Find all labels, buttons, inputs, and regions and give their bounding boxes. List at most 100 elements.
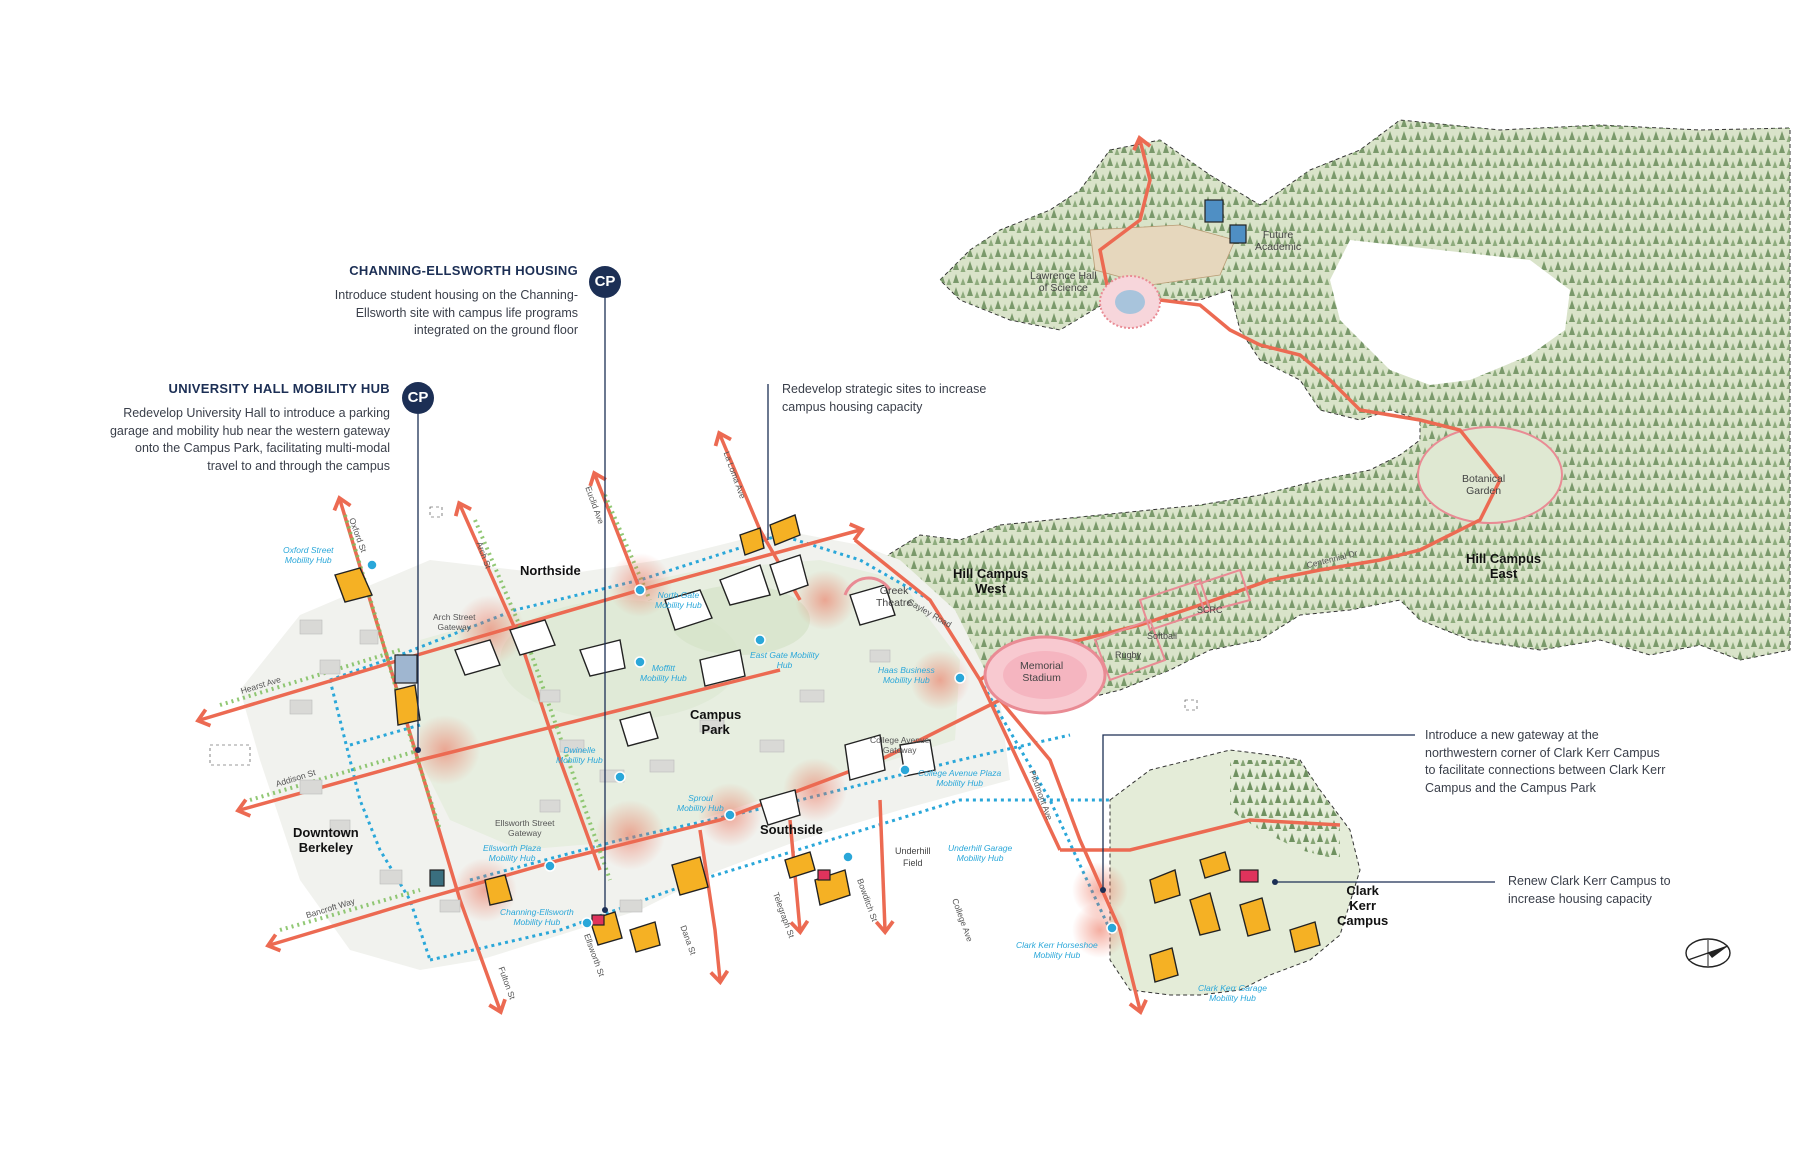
university-hall-text-line: travel to and through the campus — [207, 458, 390, 473]
hub-dot-ellsworth — [544, 860, 556, 872]
lawrence-hall-ring — [1099, 275, 1161, 329]
mobility-hub-markers — [366, 559, 1118, 934]
hub-line: College Avenue Plaza — [918, 768, 1002, 778]
hub-line: Moffitt — [651, 663, 675, 673]
hub-line: Haas Business — [878, 665, 935, 675]
renew-text-line: increase housing capacity — [1508, 891, 1652, 906]
district-line: East — [1489, 566, 1518, 581]
hub-label-college-avenue-plaza: College Avenue Plaza Mobility Hub — [918, 768, 1001, 788]
leader-dot — [1100, 887, 1106, 893]
redevelop-text: Redevelop strategic sites to increase ca… — [782, 381, 1042, 416]
place-line: Future — [1262, 229, 1294, 241]
hub-label-clark-kerr-horseshoe: Clark Kerr Horseshoe Mobility Hub — [1016, 940, 1098, 960]
channing-text-line: integrated on the ground floor — [413, 323, 578, 337]
hub-dot-oxford — [366, 559, 378, 571]
gateway-text-line: Campus and the Campus Park — [1425, 780, 1596, 795]
hub-line: Mobility Hub — [284, 555, 332, 565]
place-softball: Softball — [1147, 631, 1178, 641]
leader-dot — [602, 907, 608, 913]
gateway-line: Gateway — [437, 622, 472, 632]
hub-label-sproul: Sproul Mobility Hub — [677, 793, 724, 813]
place-line: Stadium — [1022, 672, 1061, 684]
hub-label-moffitt: Moffitt Mobility Hub — [640, 663, 687, 683]
hub-dot-college-plaza — [899, 764, 911, 776]
district-line: Clark — [1346, 883, 1379, 898]
place-line: Garden — [1466, 485, 1502, 497]
district-line: Kerr — [1349, 898, 1377, 913]
district-downtown: Downtown Berkeley — [293, 825, 359, 855]
channing-text-line: Ellsworth site with campus life programs — [355, 305, 578, 320]
memorial-stadium — [983, 635, 1107, 715]
place-line: Theatre — [876, 597, 913, 609]
hub-line: Mobility Hub — [882, 675, 930, 685]
gateway-line: Arch Street — [433, 612, 476, 622]
hub-line: Clark Kerr Garage — [1198, 983, 1267, 993]
gateway-line: Ellsworth Street — [495, 818, 555, 828]
leader-dot — [1272, 879, 1278, 885]
redevelop-text-line: Redevelop strategic sites to increase — [782, 382, 987, 396]
place-line: Academic — [1255, 241, 1302, 253]
district-line: West — [975, 581, 1006, 596]
renew-text-line: Renew Clark Kerr Campus to — [1508, 874, 1671, 888]
place-line: Underhill — [895, 846, 931, 856]
hub-dot-north-gate — [634, 584, 646, 596]
hub-line: Mobility Hub — [677, 803, 724, 813]
hub-line: Mobility Hub — [936, 778, 983, 788]
district-line: Hill Campus — [1466, 551, 1542, 566]
hub-line: North Gate — [657, 590, 700, 600]
callout-leaders — [417, 298, 1495, 910]
channing-cp-badge: CP — [589, 266, 621, 298]
hub-dot-dwinelle — [614, 771, 626, 783]
sports-fields — [1093, 568, 1252, 682]
redevelop-text-line: campus housing capacity — [782, 399, 923, 414]
place-line: Memorial — [1020, 660, 1064, 672]
district-line: Downtown — [293, 825, 359, 840]
context-buildings — [209, 506, 1198, 913]
place-future-academic: Future Academic — [1255, 229, 1301, 253]
place-lawrence-hall: Lawrence Hall of Science — [1030, 270, 1097, 294]
district-northside: Northside — [520, 563, 581, 578]
district-southside: Southside — [760, 822, 823, 837]
hub-line: Mobility Hub — [640, 673, 687, 683]
place-line: of Science — [1038, 282, 1088, 294]
place-botanical-garden: Botanical Garden — [1462, 473, 1505, 497]
hub-line: Mobility Hub — [655, 600, 702, 610]
place-line: Botanical — [1462, 473, 1506, 485]
hub-line: Mobility Hub — [1033, 950, 1081, 960]
renew-text: Renew Clark Kerr Campus to increase hous… — [1508, 873, 1728, 908]
university-hall-text-line: onto the Campus Park, facilitating multi… — [135, 441, 390, 455]
university-hall-text-line: Redevelop University Hall to introduce a… — [123, 406, 390, 420]
north-arrow-icon — [1685, 938, 1731, 968]
hub-line: Sproul — [688, 793, 713, 803]
hub-line: Oxford Street — [283, 545, 334, 555]
channing-ellsworth-text: Introduce student housing on the Channin… — [298, 287, 578, 340]
hub-line: Underhill Garage — [948, 843, 1013, 853]
hub-label-underhill-garage: Underhill Garage Mobility Hub — [948, 843, 1012, 863]
gateway-arch-street: Arch Street Gateway — [433, 612, 476, 632]
district-hill-east: Hill Campus East — [1466, 551, 1541, 581]
channing-ellsworth-title: CHANNING-ELLSWORTH HOUSING — [349, 263, 578, 278]
hub-label-north-gate: North Gate Mobility Hub — [655, 590, 702, 610]
existing-buildings — [454, 554, 936, 826]
hub-line: East Gate Mobility — [750, 650, 819, 660]
hub-line: Mobility Hub — [1209, 993, 1256, 1003]
university-hall-title: UNIVERSITY HALL MOBILITY HUB — [168, 381, 390, 396]
gateway-ellsworth-street: Ellsworth Street Gateway — [495, 818, 555, 838]
district-hill-west: Hill Campus West — [953, 566, 1028, 596]
hub-dot-moffitt — [634, 656, 646, 668]
gateway-text-line: northwestern corner of Clark Kerr Campus — [1425, 745, 1660, 760]
place-rugby: Rugby — [1115, 650, 1142, 660]
hub-dot-east-gate — [754, 634, 766, 646]
district-line: Hill Campus — [953, 566, 1029, 581]
hub-label-clark-kerr-garage: Clark Kerr Garage Mobility Hub — [1198, 983, 1267, 1003]
hub-line: Clark Kerr Horseshoe — [1016, 940, 1098, 950]
hub-dot-clark-kerr-horseshoe — [1106, 922, 1118, 934]
gateway-line: College Avenue — [870, 735, 930, 745]
gateway-text-line: to facilitate connections between Clark … — [1425, 763, 1666, 777]
hub-line: Dwinelle — [563, 745, 596, 755]
hub-label-dwinelle: Dwinelle Mobility Hub — [556, 745, 603, 765]
place-line: Field — [903, 858, 923, 868]
hub-dot-underhill — [842, 851, 854, 863]
university-hall-text: Redevelop University Hall to introduce a… — [70, 405, 390, 475]
